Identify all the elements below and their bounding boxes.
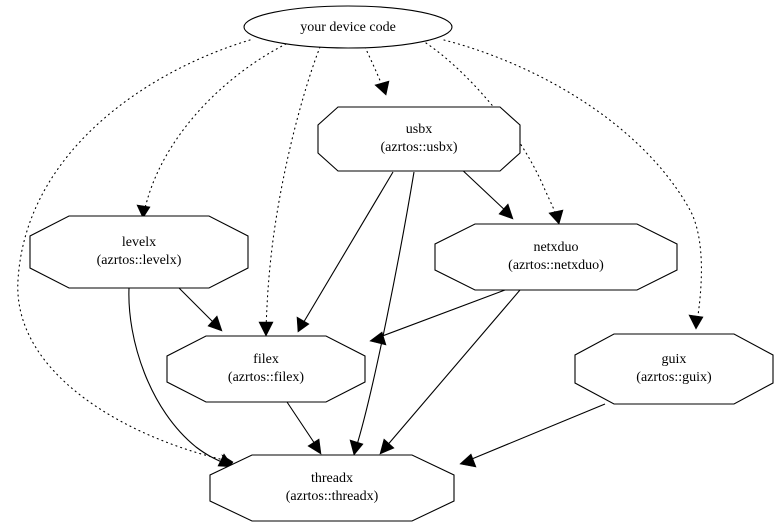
node-shape-octagon bbox=[166, 335, 366, 403]
node-label-threadx-name: threadx bbox=[311, 471, 353, 486]
node-shape-octagon bbox=[317, 106, 521, 172]
node-shape-octagon bbox=[209, 454, 455, 522]
node-label-threadx-namespace: (azrtos::threadx) bbox=[286, 489, 379, 504]
node-label-levelx-name: levelx bbox=[122, 235, 156, 250]
node-label-usbx-name: usbx bbox=[406, 122, 432, 137]
node-label-netxduo-name: netxduo bbox=[533, 240, 578, 255]
edge-layer bbox=[17, 39, 704, 471]
edge-usbx-to-filex bbox=[296, 171, 394, 333]
edge-device-to-usbx bbox=[364, 46, 390, 96]
node-guix[interactable]: guix (azrtos::guix) bbox=[574, 333, 774, 405]
node-layer: your device code usbx (azrtos::usbx) lev… bbox=[29, 5, 774, 522]
node-filex[interactable]: filex (azrtos::filex) bbox=[166, 335, 366, 403]
node-label-guix-namespace: (azrtos::guix) bbox=[636, 370, 712, 385]
node-shape-octagon bbox=[574, 333, 774, 405]
node-label-filex-name: filex bbox=[253, 352, 279, 367]
edge-device-to-filex bbox=[258, 46, 321, 337]
node-your-device-code[interactable]: your device code bbox=[243, 5, 453, 49]
node-levelx[interactable]: levelx (azrtos::levelx) bbox=[29, 215, 249, 289]
node-label-guix-name: guix bbox=[662, 352, 687, 367]
node-usbx[interactable]: usbx (azrtos::usbx) bbox=[317, 106, 521, 172]
edge-guix-to-threadx bbox=[459, 403, 606, 468]
node-label-usbx-namespace: (azrtos::usbx) bbox=[381, 140, 458, 155]
node-threadx[interactable]: threadx (azrtos::threadx) bbox=[209, 454, 455, 522]
node-label-netxduo-namespace: (azrtos::netxduo) bbox=[508, 258, 604, 273]
edge-filex-to-threadx bbox=[286, 401, 322, 455]
node-label-filex-namespace: (azrtos::filex) bbox=[228, 370, 305, 385]
node-shape-octagon bbox=[434, 223, 678, 291]
edge-usbx-to-netxduo bbox=[457, 165, 514, 220]
node-shape-octagon bbox=[29, 215, 249, 289]
edge-levelx-to-filex bbox=[175, 284, 223, 332]
edge-netxduo-to-filex bbox=[369, 289, 506, 346]
node-label-your-device-code: your device code bbox=[300, 20, 396, 35]
edge-device-to-netxduo bbox=[425, 42, 564, 225]
edge-netxduo-to-threadx bbox=[379, 289, 521, 455]
edge-levelx-to-threadx bbox=[128, 287, 234, 468]
node-label-levelx-namespace: (azrtos::levelx) bbox=[97, 253, 182, 268]
node-shape-ellipse bbox=[243, 5, 453, 49]
edge-device-to-levelx bbox=[136, 43, 287, 219]
edge-usbx-to-threadx bbox=[349, 171, 415, 456]
edge-device-to-guix bbox=[443, 39, 704, 330]
node-netxduo[interactable]: netxduo (azrtos::netxduo) bbox=[434, 223, 678, 291]
